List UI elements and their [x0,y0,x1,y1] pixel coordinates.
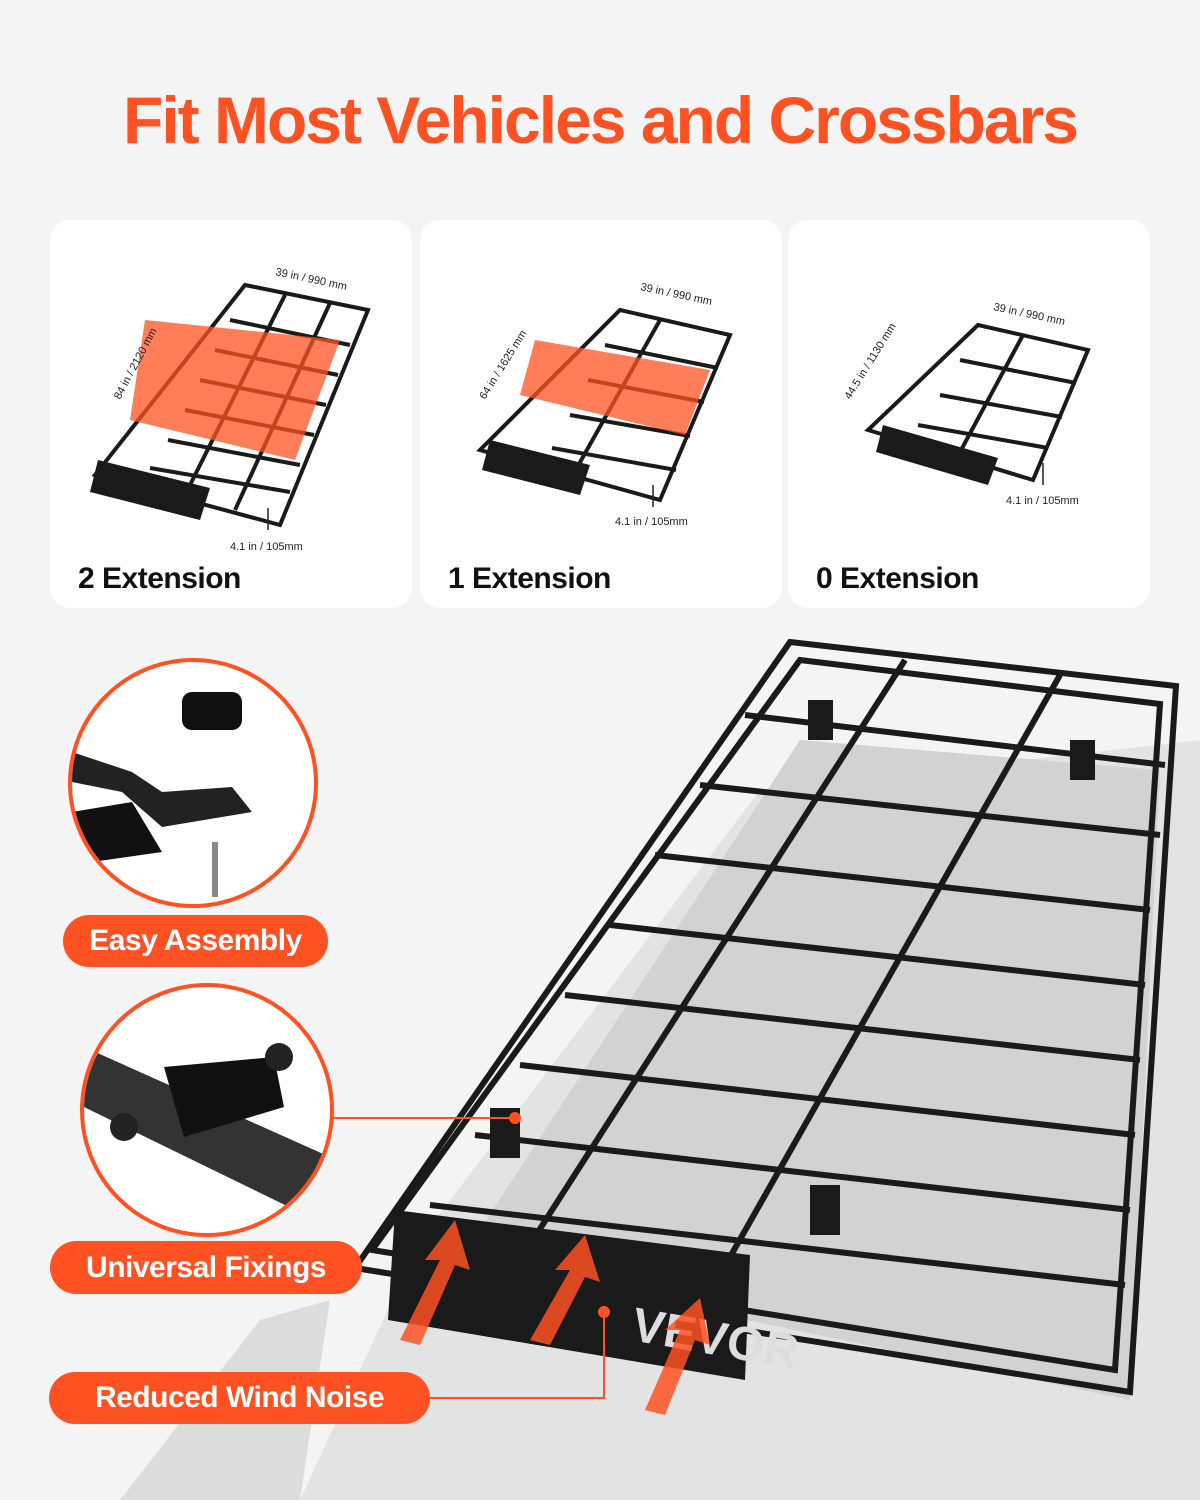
easy-assembly-label: Easy Assembly [63,915,328,967]
width-dimension: 39 in / 990 mm [274,266,348,293]
height-dimension: 4.1 in / 105mm [615,516,688,528]
card-1-extension: 39 in / 990 mm 64 in / 1625 mm 4.1 in / … [420,220,782,608]
reduced-wind-noise-label: Reduced Wind Noise [49,1372,430,1424]
card-label: 2 Extension [78,562,241,595]
roof-rack-on-car-illustration: VEVOR [120,638,1200,1500]
universal-fixings-label: Universal Fixings [50,1241,362,1294]
rack-0-extension-illustration: 39 in / 990 mm 44.5 in / 1130 mm 4.1 in … [842,301,1091,507]
easy-assembly-detail-image [68,658,318,908]
knob-and-bracket-icon [72,692,252,897]
card-0-extension: 39 in / 990 mm 44.5 in / 1130 mm 4.1 in … [788,220,1150,608]
page-title: Fit Most Vehicles and Crossbars [123,83,1079,157]
leader-lines [330,1117,605,1399]
rack-2-extension-illustration: 39 in / 990 mm 84 in / 2120 mm 4.1 in / … [90,266,371,553]
width-dimension: 39 in / 990 mm [992,301,1066,328]
roof-rack [349,638,1180,1396]
crossbar-clamp-icon [84,1043,330,1227]
height-dimension: 4.1 in / 105mm [1006,495,1079,507]
card-label: 0 Extension [816,562,979,595]
length-dimension: 44.5 in / 1130 mm [842,321,898,401]
rack-1-extension-illustration: 39 in / 990 mm 64 in / 1625 mm 4.1 in / … [476,281,733,528]
width-dimension: 39 in / 990 mm [639,281,713,308]
universal-fixings-detail-image [80,983,334,1237]
card-label: 1 Extension [448,562,611,595]
mounting-clamps [490,700,1095,1235]
height-dimension: 4.1 in / 105mm [230,541,303,553]
airflow-arrows-icon [400,1220,710,1415]
card-2-extension: 39 in / 990 mm 84 in / 2120 mm 4.1 in / … [50,220,412,608]
